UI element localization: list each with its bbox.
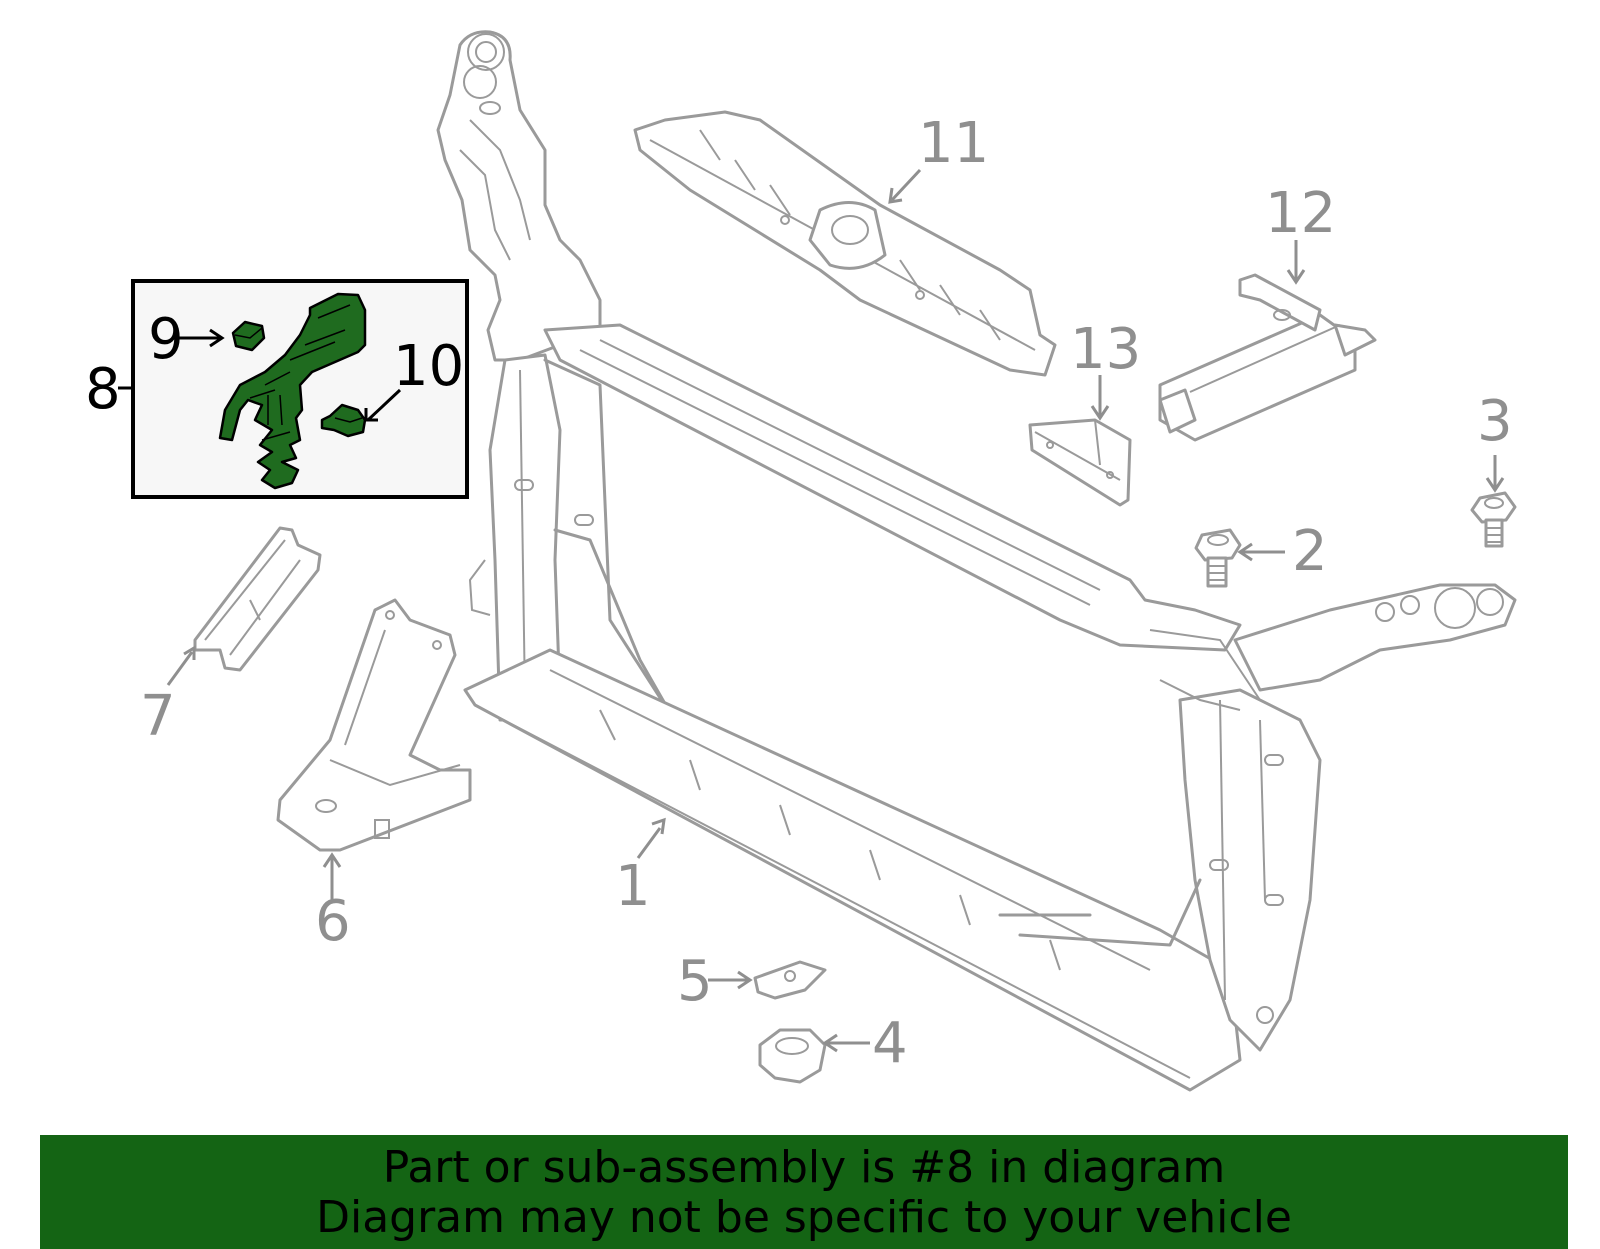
part-1-radiator-support[interactable] bbox=[436, 30, 1517, 1092]
callout-9[interactable]: 9 bbox=[148, 307, 184, 372]
part-2-bolt[interactable] bbox=[1194, 528, 1242, 588]
callout-13[interactable]: 13 bbox=[1070, 317, 1141, 382]
callout-6[interactable]: 6 bbox=[315, 889, 351, 954]
part-12-bracket[interactable] bbox=[1158, 273, 1377, 442]
part-4-nut[interactable] bbox=[758, 1028, 827, 1084]
info-banner: Part or sub-assembly is #8 in diagram Di… bbox=[40, 1135, 1568, 1249]
callout-2[interactable]: 2 bbox=[1292, 519, 1328, 584]
callout-7[interactable]: 7 bbox=[140, 684, 176, 749]
callout-11[interactable]: 11 bbox=[918, 111, 989, 176]
callout-5[interactable]: 5 bbox=[677, 949, 713, 1014]
part-11-upper-cover[interactable] bbox=[633, 110, 1057, 377]
part-10-clip[interactable] bbox=[320, 403, 367, 438]
callout-3[interactable]: 3 bbox=[1477, 389, 1513, 454]
banner-line-1: Part or sub-assembly is #8 in diagram bbox=[382, 1142, 1226, 1193]
part-3-bolt[interactable] bbox=[1470, 491, 1517, 548]
part-13-bracket[interactable] bbox=[1028, 418, 1132, 507]
callout-10[interactable]: 10 bbox=[393, 334, 464, 399]
callout-4[interactable]: 4 bbox=[872, 1011, 908, 1076]
part-9-clip[interactable] bbox=[231, 320, 266, 352]
callout-1[interactable]: 1 bbox=[615, 854, 651, 919]
callout-labels: 1 2 3 4 5 6 7 8 9 10 11 12 13 bbox=[85, 111, 1513, 1076]
banner-line-2: Diagram may not be specific to your vehi… bbox=[316, 1192, 1292, 1243]
part-5-clip[interactable] bbox=[753, 960, 827, 1000]
part-8-highlight-box[interactable] bbox=[131, 279, 469, 499]
part-6-lower-bracket[interactable] bbox=[276, 598, 472, 852]
callout-12[interactable]: 12 bbox=[1265, 181, 1336, 246]
leader-lines bbox=[118, 168, 1505, 1053]
part-8-bracket[interactable] bbox=[218, 292, 367, 490]
callout-8[interactable]: 8 bbox=[85, 357, 121, 422]
part-7-guide[interactable] bbox=[193, 526, 322, 672]
